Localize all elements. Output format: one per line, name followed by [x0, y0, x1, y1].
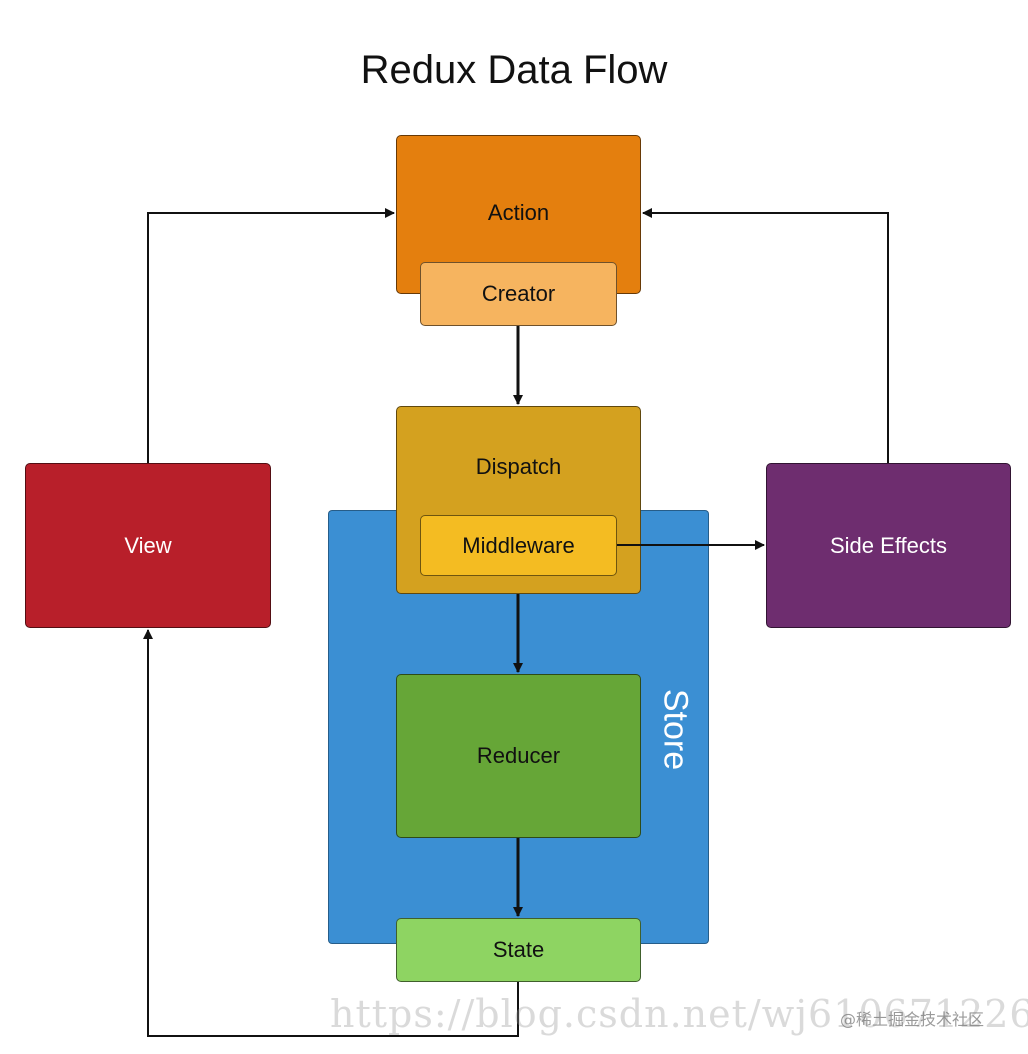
side-effects-label: Side Effects: [830, 532, 947, 558]
view-label: View: [124, 532, 172, 558]
edge-state-to-view: [143, 629, 519, 1037]
edge-view-to-action: [147, 208, 395, 463]
watermark-tag: @稀土掘金技术社区: [840, 1010, 985, 1029]
action-label: Action: [487, 200, 550, 225]
view-node: View: [25, 463, 271, 628]
diagram-title: Redux Data Flow: [360, 48, 668, 92]
watermark-url: https://blog.csdn.net/wj610671226: [330, 992, 1028, 1036]
state-node: State: [396, 918, 641, 982]
state-label: State: [492, 937, 545, 962]
edge-side-effects-to-action: [642, 208, 889, 463]
side-effects-node: Side Effects: [766, 463, 1011, 628]
reducer-label: Reducer: [476, 743, 561, 768]
middleware-node: Middleware: [420, 515, 617, 576]
creator-label: Creator: [481, 281, 556, 306]
dispatch-label: Dispatch: [475, 454, 562, 479]
reducer-node: Reducer: [396, 674, 641, 838]
middleware-label: Middleware: [462, 532, 575, 558]
creator-node: Creator: [420, 262, 617, 326]
